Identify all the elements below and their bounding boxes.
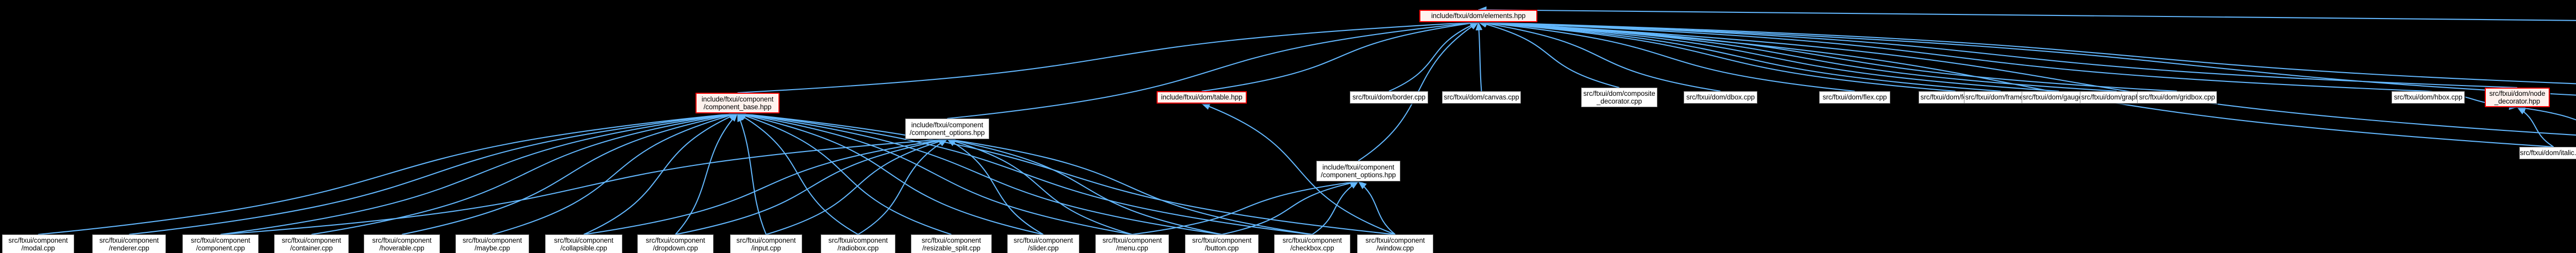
graph-edge bbox=[737, 113, 859, 235]
graph-edge bbox=[1478, 19, 2518, 89]
graph-edge bbox=[1478, 19, 2576, 96]
graph-node[interactable]: src/ftxui/dom/composite _decorator.cpp bbox=[1581, 88, 1657, 107]
graph-node[interactable]: src/ftxui/component /menu.cpp bbox=[1095, 234, 1169, 253]
graph-node[interactable]: src/ftxui/dom/italic.cpp bbox=[2519, 147, 2576, 159]
graph-edge bbox=[1478, 19, 2554, 148]
graph-edge bbox=[1478, 20, 1721, 92]
graph-edge bbox=[1201, 20, 1479, 92]
graph-edge bbox=[737, 111, 1044, 235]
graph-edge bbox=[1222, 179, 1359, 235]
graph-node[interactable]: src/ftxui/dom/gridbox.cpp bbox=[2137, 91, 2217, 104]
graph-edge bbox=[946, 137, 1222, 235]
graph-node[interactable]: src/ftxui/dom/node _decorator.hpp bbox=[2485, 88, 2550, 107]
graph-node[interactable]: src/ftxui/component /input.cpp bbox=[730, 234, 802, 253]
graph-edge bbox=[675, 137, 948, 235]
graph-edge bbox=[1388, 22, 1479, 92]
graph-edge bbox=[492, 112, 738, 235]
graph-edge bbox=[1478, 19, 2059, 92]
graph-edge bbox=[583, 137, 948, 235]
graph-edge bbox=[1478, 19, 2576, 136]
graph-edge bbox=[1358, 181, 1396, 235]
graph-edge bbox=[946, 138, 1132, 235]
graph-edge bbox=[2516, 105, 2576, 121]
graph-edge bbox=[737, 113, 767, 235]
graph-node[interactable]: src/ftxui/component /collapsible.cpp bbox=[545, 234, 622, 253]
graph-node[interactable]: src/ftxui/component /button.cpp bbox=[1185, 234, 1259, 253]
graph-edge bbox=[947, 19, 1479, 120]
graph-node[interactable]: src/ftxui/component /radiobox.cpp bbox=[821, 234, 895, 253]
graph-edge bbox=[38, 110, 738, 235]
graph-edge bbox=[766, 138, 948, 235]
graph-node[interactable]: src/ftxui/component /hoverable.cpp bbox=[364, 234, 440, 253]
graph-edge bbox=[583, 113, 738, 235]
graph-node[interactable]: src/ftxui/component /renderer.cpp bbox=[92, 234, 166, 253]
graph-node[interactable]: include/ftxui/component /component_optio… bbox=[1316, 161, 1400, 181]
graph-edge bbox=[946, 139, 1044, 235]
graph-node[interactable]: src/ftxui/dom/border.cpp bbox=[1350, 91, 1428, 104]
graph-node[interactable]: src/ftxui/component /dropdown.cpp bbox=[637, 234, 714, 253]
graph-node[interactable]: include/ftxui/component /component_base.… bbox=[696, 93, 779, 113]
graph-edge bbox=[1478, 19, 2576, 85]
graph-edge bbox=[737, 112, 952, 235]
graph-edge bbox=[1476, 21, 1483, 92]
graph-node[interactable]: src/ftxui/dom/flex.cpp bbox=[1819, 91, 1890, 104]
graph-edge bbox=[1478, 6, 2576, 22]
graph-edge bbox=[220, 111, 738, 235]
graph-edge bbox=[1478, 19, 2001, 92]
graph-edge bbox=[220, 136, 948, 235]
graph-node[interactable]: src/ftxui/component /slider.cpp bbox=[1007, 234, 1079, 253]
graph-edge bbox=[946, 137, 1313, 235]
graph-edge bbox=[857, 139, 948, 235]
graph-node[interactable]: src/ftxui/component /component.cpp bbox=[182, 234, 259, 253]
graph-node[interactable]: src/ftxui/component /resizable_split.cpp bbox=[911, 234, 992, 253]
graph-node[interactable]: include/ftxui/component /component_optio… bbox=[905, 119, 989, 139]
graph-edge bbox=[1478, 19, 2429, 92]
graph-node[interactable]: src/ftxui/component /container.cpp bbox=[274, 234, 349, 253]
graph-edge bbox=[1478, 19, 1956, 92]
graph-edge bbox=[1478, 19, 2177, 92]
graph-edge bbox=[737, 111, 1222, 235]
graph-node[interactable]: src/ftxui/component /checkbox.cpp bbox=[1274, 234, 1350, 253]
graph-node[interactable]: src/ftxui/dom/dbox.cpp bbox=[1684, 91, 1757, 104]
graph-edge bbox=[737, 110, 1396, 235]
graph-edge bbox=[1312, 181, 1359, 235]
graph-node[interactable]: include/ftxui/dom/elements.hpp bbox=[1419, 10, 1537, 22]
graph-node[interactable]: src/ftxui/component /maybe.cpp bbox=[455, 234, 529, 253]
graph-edge bbox=[2517, 107, 2554, 147]
graph-node[interactable]: src/ftxui/component /modal.cpp bbox=[2, 234, 74, 253]
graph-edge bbox=[1132, 179, 1359, 235]
graph-node[interactable]: src/ftxui/dom/hbox.cpp bbox=[2392, 91, 2465, 104]
graph-node[interactable]: src/ftxui/dom/canvas.cpp bbox=[1442, 91, 1521, 104]
graph-edge bbox=[1478, 21, 1620, 89]
graph-edge bbox=[311, 111, 738, 235]
graph-edge bbox=[675, 113, 738, 235]
graph-edge bbox=[401, 111, 738, 235]
graph-node[interactable]: include/ftxui/dom/table.hpp bbox=[1157, 91, 1247, 104]
graph-node[interactable]: src/ftxui/component /window.cpp bbox=[1357, 234, 1433, 253]
graph-edge bbox=[1478, 19, 1855, 92]
graph-edge bbox=[737, 111, 1132, 235]
graph-edge bbox=[737, 19, 1479, 94]
graph-edge bbox=[129, 111, 738, 235]
graph-edge bbox=[1201, 103, 1396, 235]
